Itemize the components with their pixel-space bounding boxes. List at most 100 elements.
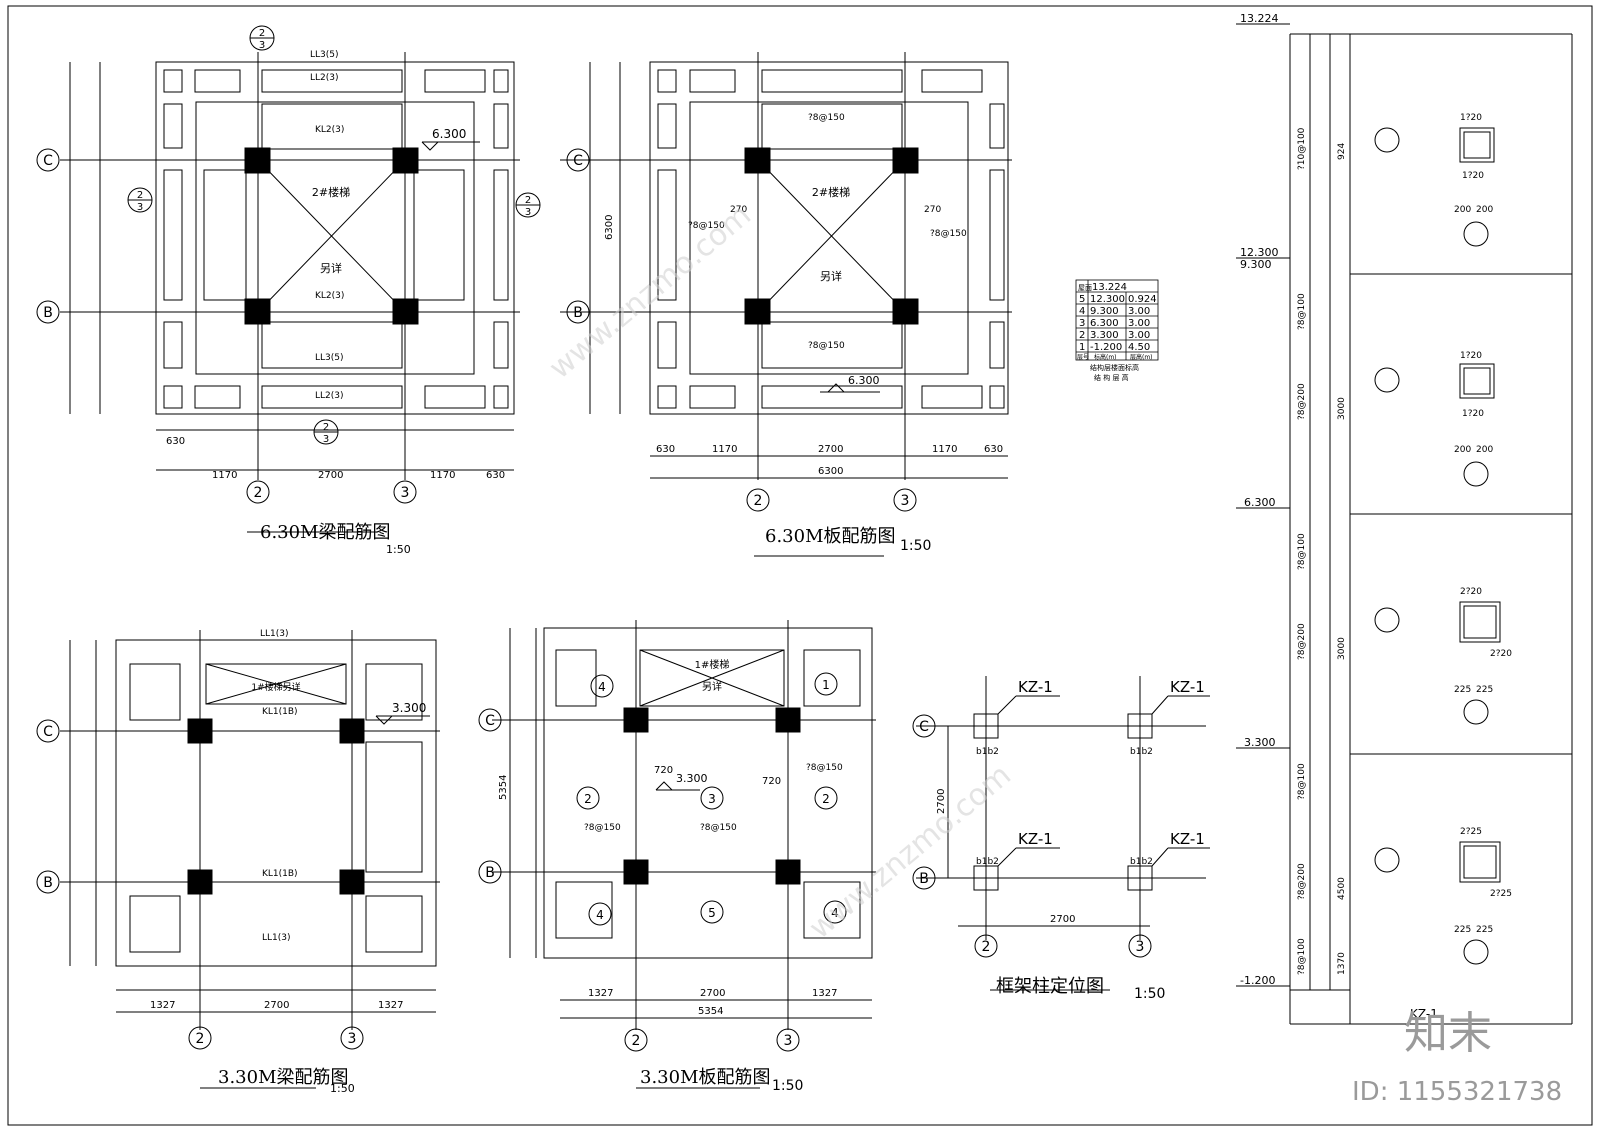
beam-label: LL3(5)	[315, 353, 344, 363]
bottom-dim: 630	[486, 470, 505, 481]
table-caption: 结构层楼面标高	[1090, 363, 1139, 372]
level-mark: 3.300	[676, 772, 708, 785]
rebar-label: 2?25	[1490, 889, 1512, 899]
panel-number: 3	[708, 792, 716, 806]
floor-height: 3.00	[1128, 306, 1150, 317]
floor-height: 3.00	[1128, 330, 1150, 341]
length-label: 4500	[1337, 877, 1347, 900]
drawing-title: 3.30M梁配筋图	[218, 1067, 349, 1088]
rebar-label: 1?20	[1462, 409, 1484, 419]
panel-number: 5	[708, 906, 716, 920]
axis-b-label: B	[43, 305, 53, 321]
bottom-dim: 1327	[812, 988, 837, 999]
stair-note-2: 另详	[702, 680, 722, 693]
length-label: 3000	[1337, 637, 1347, 660]
section-dim: 225	[1476, 925, 1493, 935]
rebar-label: ?8@150	[930, 229, 967, 239]
elevation-label: 13.224	[1240, 12, 1279, 25]
table-header: 层高(m)	[1130, 353, 1153, 361]
total-dim: 5354	[698, 1006, 723, 1017]
floor-height: 3.00	[1128, 318, 1150, 329]
section-dim: 225	[1454, 925, 1471, 935]
section-dim: 200	[1476, 445, 1493, 455]
table-header: 标高(m)	[1094, 353, 1117, 361]
stair-note: 2#楼梯	[312, 185, 350, 199]
kz-table	[1236, 23, 1573, 1025]
rebar-label: ?8@150	[700, 823, 737, 833]
b1b2-label: b1b2	[976, 857, 999, 867]
beam-label: LL3(5)	[310, 50, 339, 60]
section-mark-bottom: 3	[259, 40, 265, 51]
inner-dim: 720	[762, 776, 781, 787]
bottom-dim: 1170	[212, 470, 237, 481]
bottom-dim: 1170	[430, 470, 455, 481]
rebar-label: 1?20	[1462, 171, 1484, 181]
floor-number: 1	[1079, 342, 1085, 353]
rebar-label: 2?25	[1460, 827, 1482, 837]
bottom-dim: 2700	[264, 1000, 289, 1011]
side-total-dim: 6300	[604, 215, 615, 240]
column-label: KZ-1	[1018, 678, 1053, 696]
axis-2-label: 2	[982, 939, 991, 955]
stirrup-label: ?8@100	[1297, 293, 1307, 330]
beam-plan-630	[36, 25, 541, 533]
floor-elevation: -1.200	[1090, 342, 1122, 353]
section-dim: 200	[1476, 205, 1493, 215]
beam-label: LL2(3)	[310, 73, 339, 83]
floor-number: 4	[1079, 306, 1085, 317]
floor-number: 3	[1079, 318, 1085, 329]
rebar-label: 2?20	[1460, 587, 1482, 597]
beam-label: KL1(1B)	[262, 869, 298, 879]
section-name: KZ-1	[1410, 1007, 1438, 1021]
elevation-label: 6.300	[1244, 496, 1276, 509]
panel-number: 4	[596, 908, 604, 922]
rebar-label: 1?20	[1460, 351, 1482, 361]
stirrup-label: ?8@100	[1297, 763, 1307, 800]
section-mark-bottom: 3	[525, 207, 531, 218]
axis-2-label: 2	[196, 1031, 205, 1047]
roof-level: 13.224	[1092, 282, 1127, 293]
panel-number: 4	[831, 906, 839, 920]
panel-number: 2	[584, 792, 592, 806]
stirrup-label: ?10@100	[1297, 127, 1307, 170]
axis-3-label: 3	[901, 493, 910, 509]
bottom-dim: 1170	[932, 444, 957, 455]
floor-height: 4.50	[1128, 342, 1150, 353]
drawing-scale: 1:50	[330, 1082, 355, 1095]
section-dim: 225	[1454, 685, 1471, 695]
inner-dim: 720	[654, 765, 673, 776]
beam-label: LL1(3)	[260, 629, 289, 639]
panel-number: 4	[598, 680, 606, 694]
floor-elevation: 6.300	[1090, 318, 1119, 329]
stirrup-label: ?8@200	[1297, 623, 1307, 660]
beam-label: KL1(1B)	[262, 707, 298, 717]
level-mark: 6.300	[432, 127, 466, 141]
table-header: 层号	[1077, 354, 1089, 361]
beam-label: LL2(3)	[315, 391, 344, 401]
column-label: KZ-1	[1018, 830, 1053, 848]
panel-number: 2	[822, 792, 830, 806]
axis-b-label: B	[43, 875, 53, 891]
drawing-title: 框架柱定位图	[996, 976, 1104, 997]
bottom-dim: 630	[984, 444, 1003, 455]
side-total-dim: 5354	[498, 775, 509, 800]
section-dim: 225	[1476, 685, 1493, 695]
floor-elevation: 9.300	[1090, 306, 1119, 317]
slab-plan-330	[478, 620, 876, 1089]
rebar-label: 2?20	[1490, 649, 1512, 659]
axis-3-label: 3	[401, 485, 410, 501]
drawing-scale: 1:50	[772, 1078, 803, 1094]
axis-b-label: B	[485, 865, 495, 881]
axis-3-label: 3	[784, 1033, 793, 1049]
stair-note-2: 另详	[320, 261, 342, 275]
drawing-scale: 1:50	[386, 543, 411, 556]
axis-2-label: 2	[254, 485, 263, 501]
axis-c-label: C	[43, 153, 53, 169]
b1b2-label: b1b2	[976, 747, 999, 757]
column-layout	[912, 676, 1210, 991]
beam-label: KL2(3)	[315, 291, 344, 301]
stirrup-label: ?8@100	[1297, 533, 1307, 570]
span-dim: 2700	[1050, 914, 1075, 925]
axis-3-label: 3	[348, 1031, 357, 1047]
